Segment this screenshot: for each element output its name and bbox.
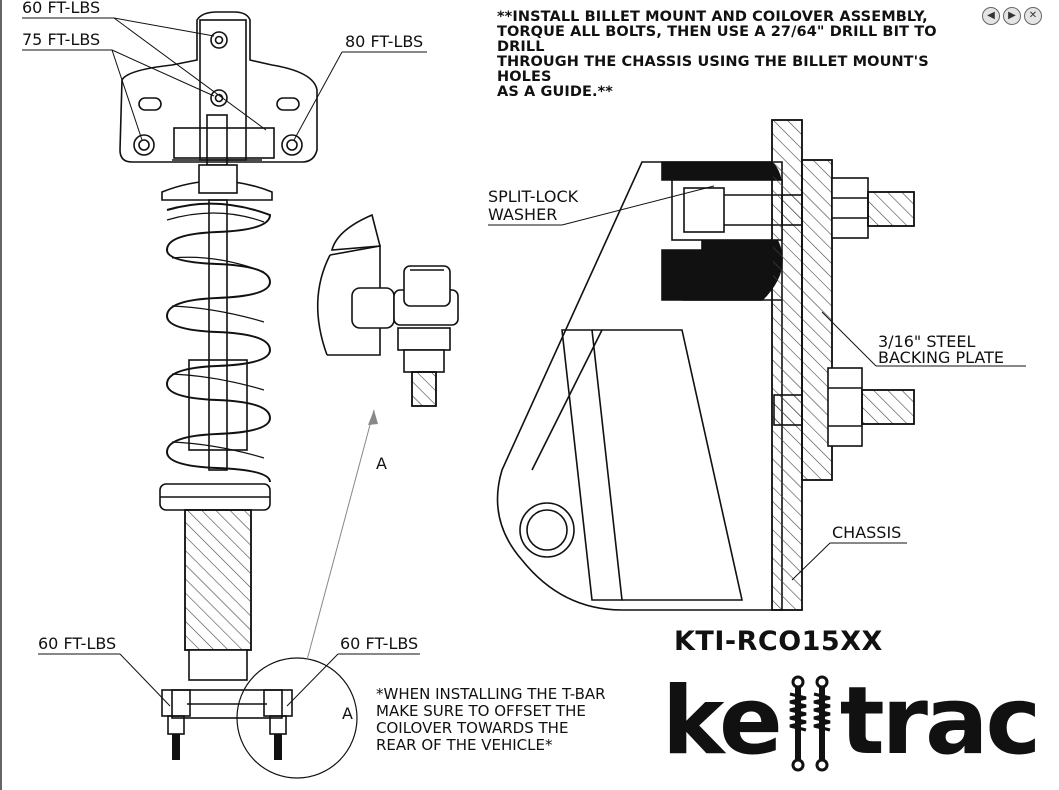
tbar-note: *WHEN INSTALLING THE T-BAR MAKE SURE TO … <box>376 686 606 754</box>
install-note-line1: **INSTALL BILLET MOUNT AND COILOVER ASSE… <box>497 9 928 25</box>
logo-text-part1: ke <box>662 667 783 776</box>
torque-label-75: 75 FT-LBS <box>22 30 101 49</box>
detail-a-label-top: A <box>376 454 387 473</box>
tbar-note-line1: *WHEN INSTALLING THE T-BAR <box>376 685 606 703</box>
torque-label-60-top: 60 FT-LBS <box>22 0 101 17</box>
prev-icon[interactable]: ◀ <box>982 7 1000 25</box>
detail-a-label-bottom: A <box>342 704 353 723</box>
tbar-note-line4: REAR OF THE VEHICLE* <box>376 736 553 754</box>
top-billet-mount <box>119 11 318 166</box>
install-note-line4: AS A GUIDE.** <box>497 84 613 100</box>
install-note-line3: THROUGH THE CHASSIS USING THE BILLET MOU… <box>497 54 929 85</box>
torque-label-60-bottom-left: 60 FT-LBS <box>38 634 117 653</box>
part-number: KTI-RCO15XX <box>674 626 883 657</box>
next-icon[interactable]: ▶ <box>1003 7 1021 25</box>
tbar-note-line3: COILOVER TOWARDS THE <box>376 719 569 737</box>
tbar-note-line2: MAKE SURE TO OFFSET THE <box>376 702 586 720</box>
viewer-controls: ◀ ▶ ✕ <box>982 7 1042 25</box>
section-view <box>496 119 915 611</box>
install-note-line2: TORQUE ALL BOLTS, THEN USE A 27/64" DRIL… <box>497 24 937 55</box>
split-lock-label-line1: SPLIT-LOCK <box>488 187 579 206</box>
backing-plate-label-line1: 3/16" STEEL <box>878 332 976 351</box>
logo-text-part2: trac <box>839 667 1041 776</box>
install-note: **INSTALL BILLET MOUNT AND COILOVER ASSE… <box>497 10 987 100</box>
torque-label-60-bottom-right: 60 FT-LBS <box>340 634 419 653</box>
close-icon[interactable]: ✕ <box>1024 7 1042 25</box>
chassis-label: CHASSIS <box>832 523 902 542</box>
logo-coilover-icon <box>789 675 831 772</box>
torque-label-80: 80 FT-LBS <box>345 32 424 51</box>
coilover-shock <box>159 164 293 760</box>
split-lock-label-line2: WASHER <box>488 205 558 224</box>
leader-lines <box>22 17 1026 707</box>
coil-spring <box>165 202 272 483</box>
detail-a-circle <box>236 657 358 779</box>
detail-a-view <box>316 213 459 407</box>
backing-plate-label-line2: BACKING PLATE <box>878 348 1004 367</box>
